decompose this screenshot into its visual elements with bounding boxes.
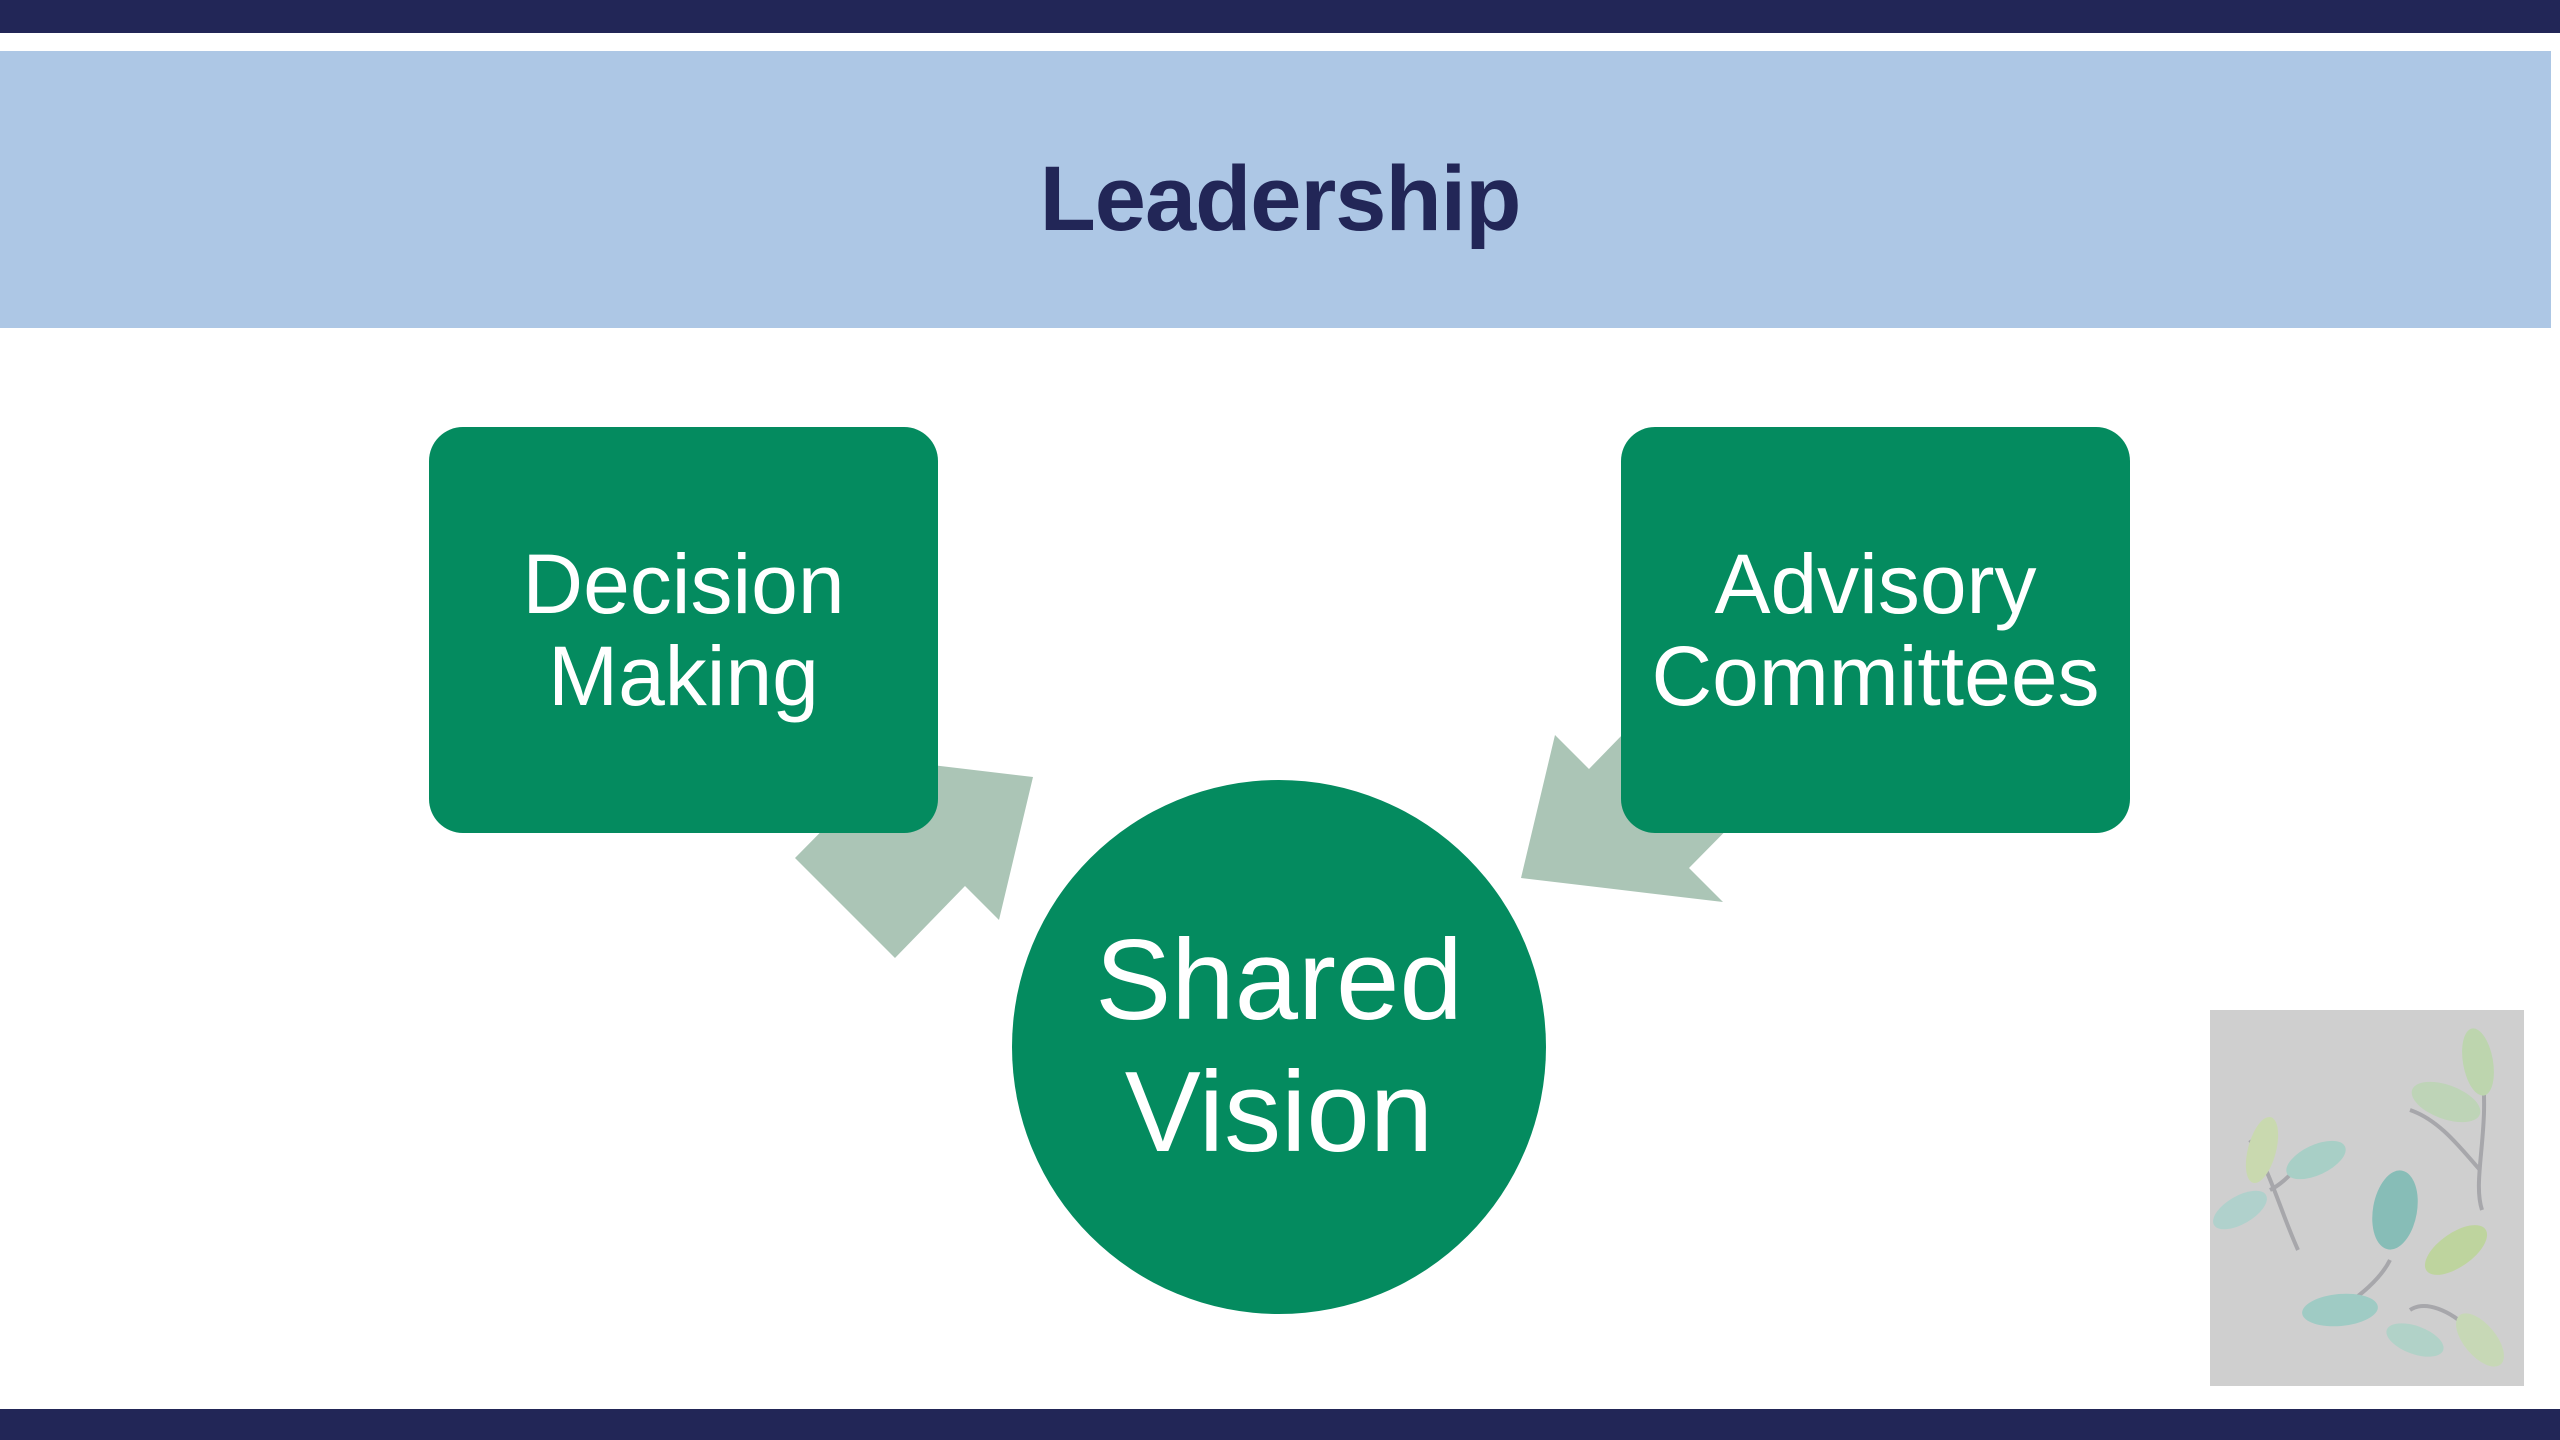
node-advisory-committees: Advisory Committees [1621, 427, 2130, 833]
node-shared-vision-label: Shared Vision [1095, 917, 1463, 1176]
logo [2210, 1010, 2524, 1386]
node-decision-making: Decision Making [429, 427, 938, 833]
node-shared-vision: Shared Vision [1012, 780, 1546, 1314]
node-advisory-committees-label: Advisory Committees [1651, 537, 2100, 723]
node-decision-making-label: Decision Making [522, 537, 845, 723]
bottom-border-bar [0, 1409, 2560, 1440]
leaf-sprigs-logo-icon [2213, 1028, 2504, 1367]
top-border-bar [0, 0, 2560, 33]
header-band [0, 51, 2551, 328]
page-title: Leadership [1039, 148, 1522, 250]
